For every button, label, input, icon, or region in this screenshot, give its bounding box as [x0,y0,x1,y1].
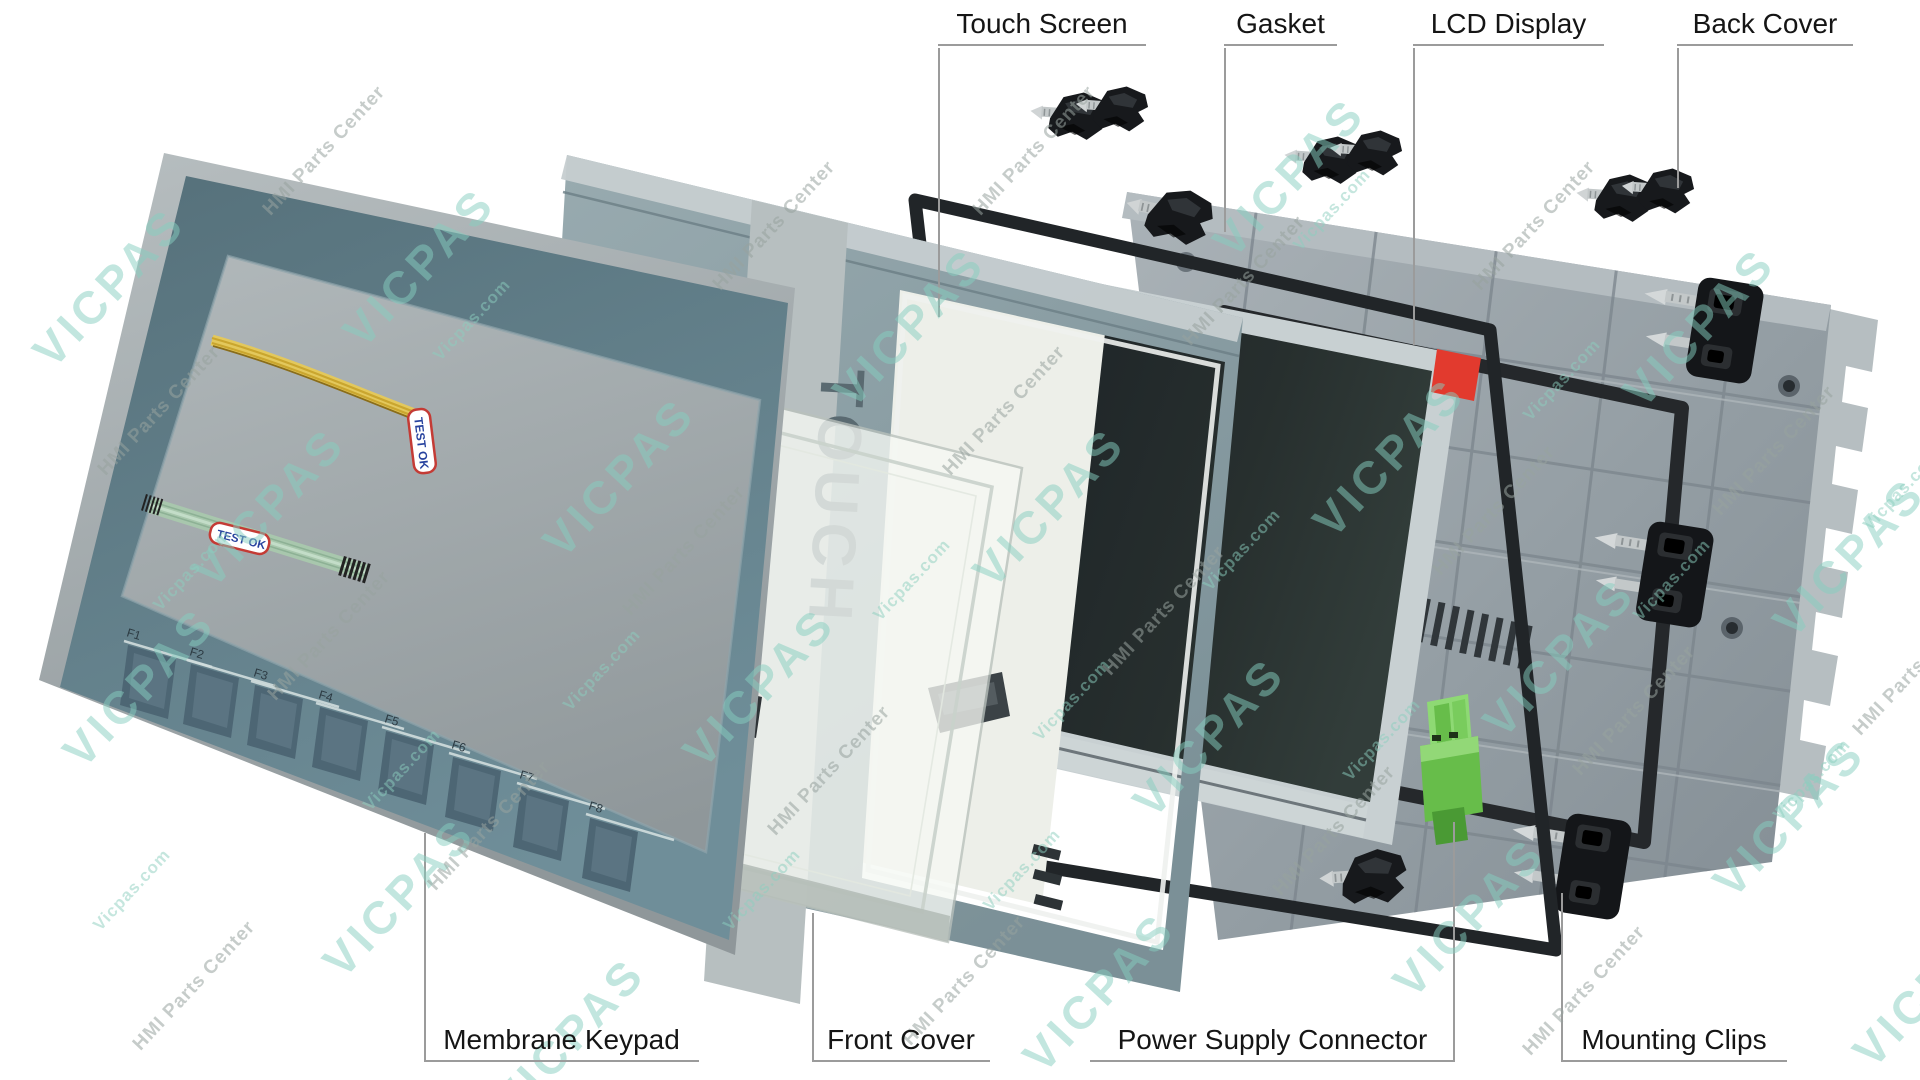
keypad-key-f1: F1 [120,625,213,719]
key-label: F4 [317,687,335,705]
keypad-face [60,176,788,940]
keypad-key-f7: F7 [513,767,606,861]
keypad-key-f8: F8 [582,798,675,892]
label-power-supply-connector: Power Supply Connector [1090,1024,1455,1062]
label-membrane-keypad: Membrane Keypad [424,1024,699,1062]
touchscreen-cable: TEST OK [210,334,438,475]
lcd-display [982,272,1481,845]
svg-text:TEST OK: TEST OK [411,417,431,471]
lcd-screen [1012,298,1432,802]
key-label: F7 [518,767,536,785]
keypad-key-f3: F3 [247,665,340,759]
key-label: F6 [450,737,468,755]
label-back-cover: Back Cover [1677,8,1853,46]
front-cover-stair-cutouts [1031,844,1064,911]
keypad-key-f2: F2 [183,644,276,738]
keypad-key-f4: F4 [312,687,405,781]
lcd-red-tape [1431,349,1481,401]
key-label: F8 [587,798,605,816]
label-front-cover: Front Cover [812,1024,990,1062]
key-label: F5 [383,711,401,729]
keypad-cable-contacts-right [338,556,371,584]
keypad-cable: TEST OK [141,494,371,584]
keypad-key-f5: F5 [378,711,471,805]
key-label: F3 [252,665,270,683]
touchscreen-test-tag: TEST OK [406,407,438,475]
power-supply-connector [1420,694,1483,845]
key-label: F1 [125,625,143,643]
label-gasket: Gasket [1224,8,1337,46]
label-touch-screen: Touch Screen [938,8,1146,46]
keypad-test-tag: TEST OK [208,521,271,556]
key-label: F2 [188,644,206,662]
callout-leader-lines [424,48,1679,1062]
keypad-cable-contacts-left [141,494,164,516]
label-mounting-clips: Mounting Clips [1561,1024,1787,1062]
keypad-key-f6: F6 [445,737,538,831]
label-lcd-display: LCD Display [1413,8,1604,46]
front-cover-top-highlight [561,155,1243,342]
keypad-window-edge [120,254,762,854]
